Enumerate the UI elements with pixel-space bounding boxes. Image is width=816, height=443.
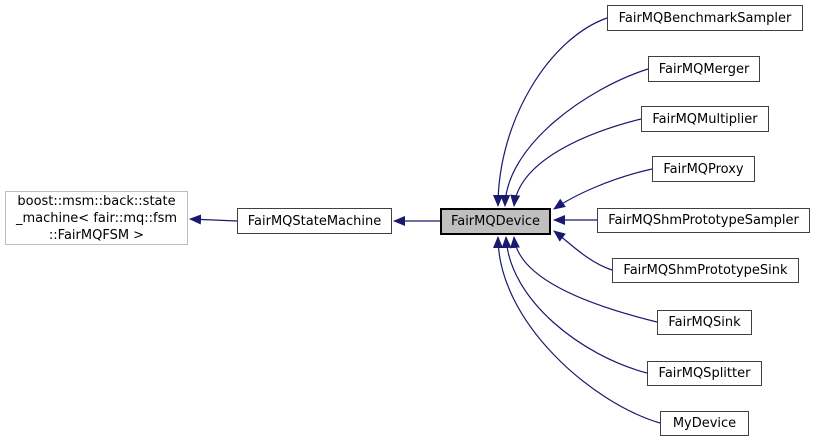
node-FairMQProxy[interactable]: FairMQProxy xyxy=(652,156,755,182)
inheritance-edge-MyDevice-to-FairMQDevice xyxy=(493,236,661,424)
node-label-line: ::FairMQFSM > xyxy=(48,227,145,243)
node-FairMQStateMachine[interactable]: FairMQStateMachine xyxy=(237,208,392,234)
inheritance-edge-FairMQSink-to-FairMQDevice xyxy=(510,236,658,323)
node-label-line: boost::msm::back::state xyxy=(17,193,176,209)
node-label-line: FairMQStateMachine xyxy=(247,213,382,229)
node-FairMQDevice: FairMQDevice xyxy=(440,208,551,235)
inheritance-edge-FairMQStateMachine-to-boost-state-machine xyxy=(189,214,238,225)
node-FairMQShmPrototypeSampler[interactable]: FairMQShmPrototypeSampler xyxy=(597,208,810,233)
node-label-line: FairMQShmPrototypeSink xyxy=(623,263,788,278)
inheritance-edge-FairMQMultiplier-to-FairMQDevice xyxy=(510,118,642,207)
inheritance-edge-FairMQProxy-to-FairMQDevice xyxy=(553,168,653,210)
node-label-line: MyDevice xyxy=(672,416,737,431)
node-label-line: FairMQMultiplier xyxy=(652,111,758,127)
node-FairMQSplitter[interactable]: FairMQSplitter xyxy=(647,361,762,386)
node-label-line: _machine< fair::mq::fsm xyxy=(15,210,178,226)
inheritance-edge-FairMQShmPrototypeSink-to-FairMQDevice xyxy=(553,230,613,271)
node-FairMQSink[interactable]: FairMQSink xyxy=(657,310,752,335)
node-label-line: FairMQSink xyxy=(668,315,741,330)
node-boost-state-machine: boost::msm::back::state_machine< fair::m… xyxy=(5,191,188,245)
node-FairMQMerger[interactable]: FairMQMerger xyxy=(648,56,760,82)
node-MyDevice[interactable]: MyDevice xyxy=(660,411,749,436)
node-label-line: FairMQProxy xyxy=(663,161,744,177)
node-FairMQShmPrototypeSink[interactable]: FairMQShmPrototypeSink xyxy=(612,258,799,283)
inheritance-edge-FairMQBenchmarkSampler-to-FairMQDevice xyxy=(493,17,608,207)
node-label-line: FairMQMerger xyxy=(658,61,750,77)
node-label-line: FairMQShmPrototypeSampler xyxy=(608,213,799,228)
node-label-line: FairMQSplitter xyxy=(658,366,751,381)
node-FairMQBenchmarkSampler[interactable]: FairMQBenchmarkSampler xyxy=(607,5,803,31)
inheritance-edge-FairMQSplitter-to-FairMQDevice xyxy=(501,236,648,374)
node-FairMQMultiplier[interactable]: FairMQMultiplier xyxy=(641,106,769,132)
inheritance-edge-FairMQMerger-to-FairMQDevice xyxy=(500,68,649,207)
node-label-line: FairMQDevice xyxy=(450,214,541,229)
node-label-line: FairMQBenchmarkSampler xyxy=(618,10,792,26)
